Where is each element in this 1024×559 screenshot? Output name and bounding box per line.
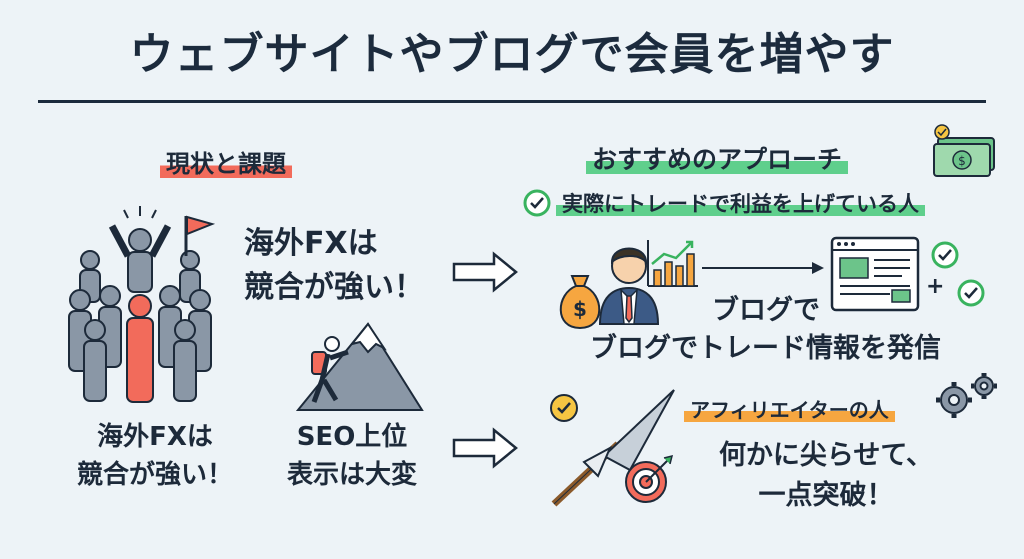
check-icon — [957, 279, 985, 307]
fx-caption-line-1: 海外FXは — [97, 422, 213, 452]
seo-caption-line-1: SEO上位 — [296, 422, 408, 452]
title-divider — [38, 100, 986, 103]
mountain-climber-icon — [295, 322, 424, 411]
svg-text:$: $ — [573, 297, 587, 321]
svg-text:$: $ — [958, 154, 966, 168]
arrow-right-icon — [452, 427, 518, 469]
money-bag-icon: $ — [559, 275, 601, 330]
flag-icon — [184, 215, 216, 256]
trader-label-text: 実際にトレードで利益を上げている人 — [556, 192, 925, 216]
affiliate-label: アフィリエイターの人 — [684, 394, 895, 423]
affiliate-text-line-2: 一点突破！ — [758, 480, 894, 511]
recommended-approach-heading: おすすめのアプローチ — [586, 145, 849, 174]
affiliate-label-text: アフィリエイターの人 — [684, 398, 895, 422]
fx-callout: 海外FXは 競合が強い！ — [244, 222, 424, 310]
gear-icon — [936, 373, 997, 418]
dart-arrow-icon — [551, 389, 675, 507]
right-heading: おすすめのアプローチ — [586, 140, 849, 176]
affiliate-text-line-1: 何かに尖らせて、 — [718, 440, 934, 471]
plus-icon: + — [926, 274, 945, 299]
affiliate-text: 何かに尖らせて、 一点突破！ — [676, 436, 976, 516]
arrow-right-icon — [452, 251, 518, 293]
crowd-icon — [68, 206, 212, 403]
check-icon — [931, 241, 959, 269]
left-heading: 現状と課題 — [160, 144, 292, 179]
webpage-icon — [830, 236, 920, 312]
blog-short-text: ブログで — [712, 295, 820, 326]
check-icon — [550, 394, 578, 422]
arrow-right-icon — [702, 262, 824, 274]
fx-caption-line-2: 競合が強い！ — [76, 460, 233, 490]
page-title: ウェブサイトやブログで会員を増やす — [129, 29, 895, 80]
fx-callout-line-1: 海外FXは — [244, 226, 378, 261]
current-issues-heading: 現状と課題 — [160, 150, 292, 178]
seo-caption: SEO上位 表示は大変 — [262, 418, 442, 494]
trader-label: 実際にトレードで利益を上げている人 — [556, 188, 925, 218]
bar-chart-icon — [647, 240, 698, 287]
fx-caption: 海外FXは 競合が強い！ — [40, 418, 270, 494]
businessman-icon — [598, 247, 660, 325]
seo-caption-line-2: 表示は大変 — [286, 460, 417, 490]
check-icon — [523, 189, 551, 217]
fx-callout-line-2: 競合が強い！ — [244, 270, 424, 305]
dollar-bill-icon: $ — [933, 124, 995, 177]
blog-long-text: ブログでトレード情報を発信 — [590, 333, 941, 364]
target-icon — [625, 454, 674, 503]
